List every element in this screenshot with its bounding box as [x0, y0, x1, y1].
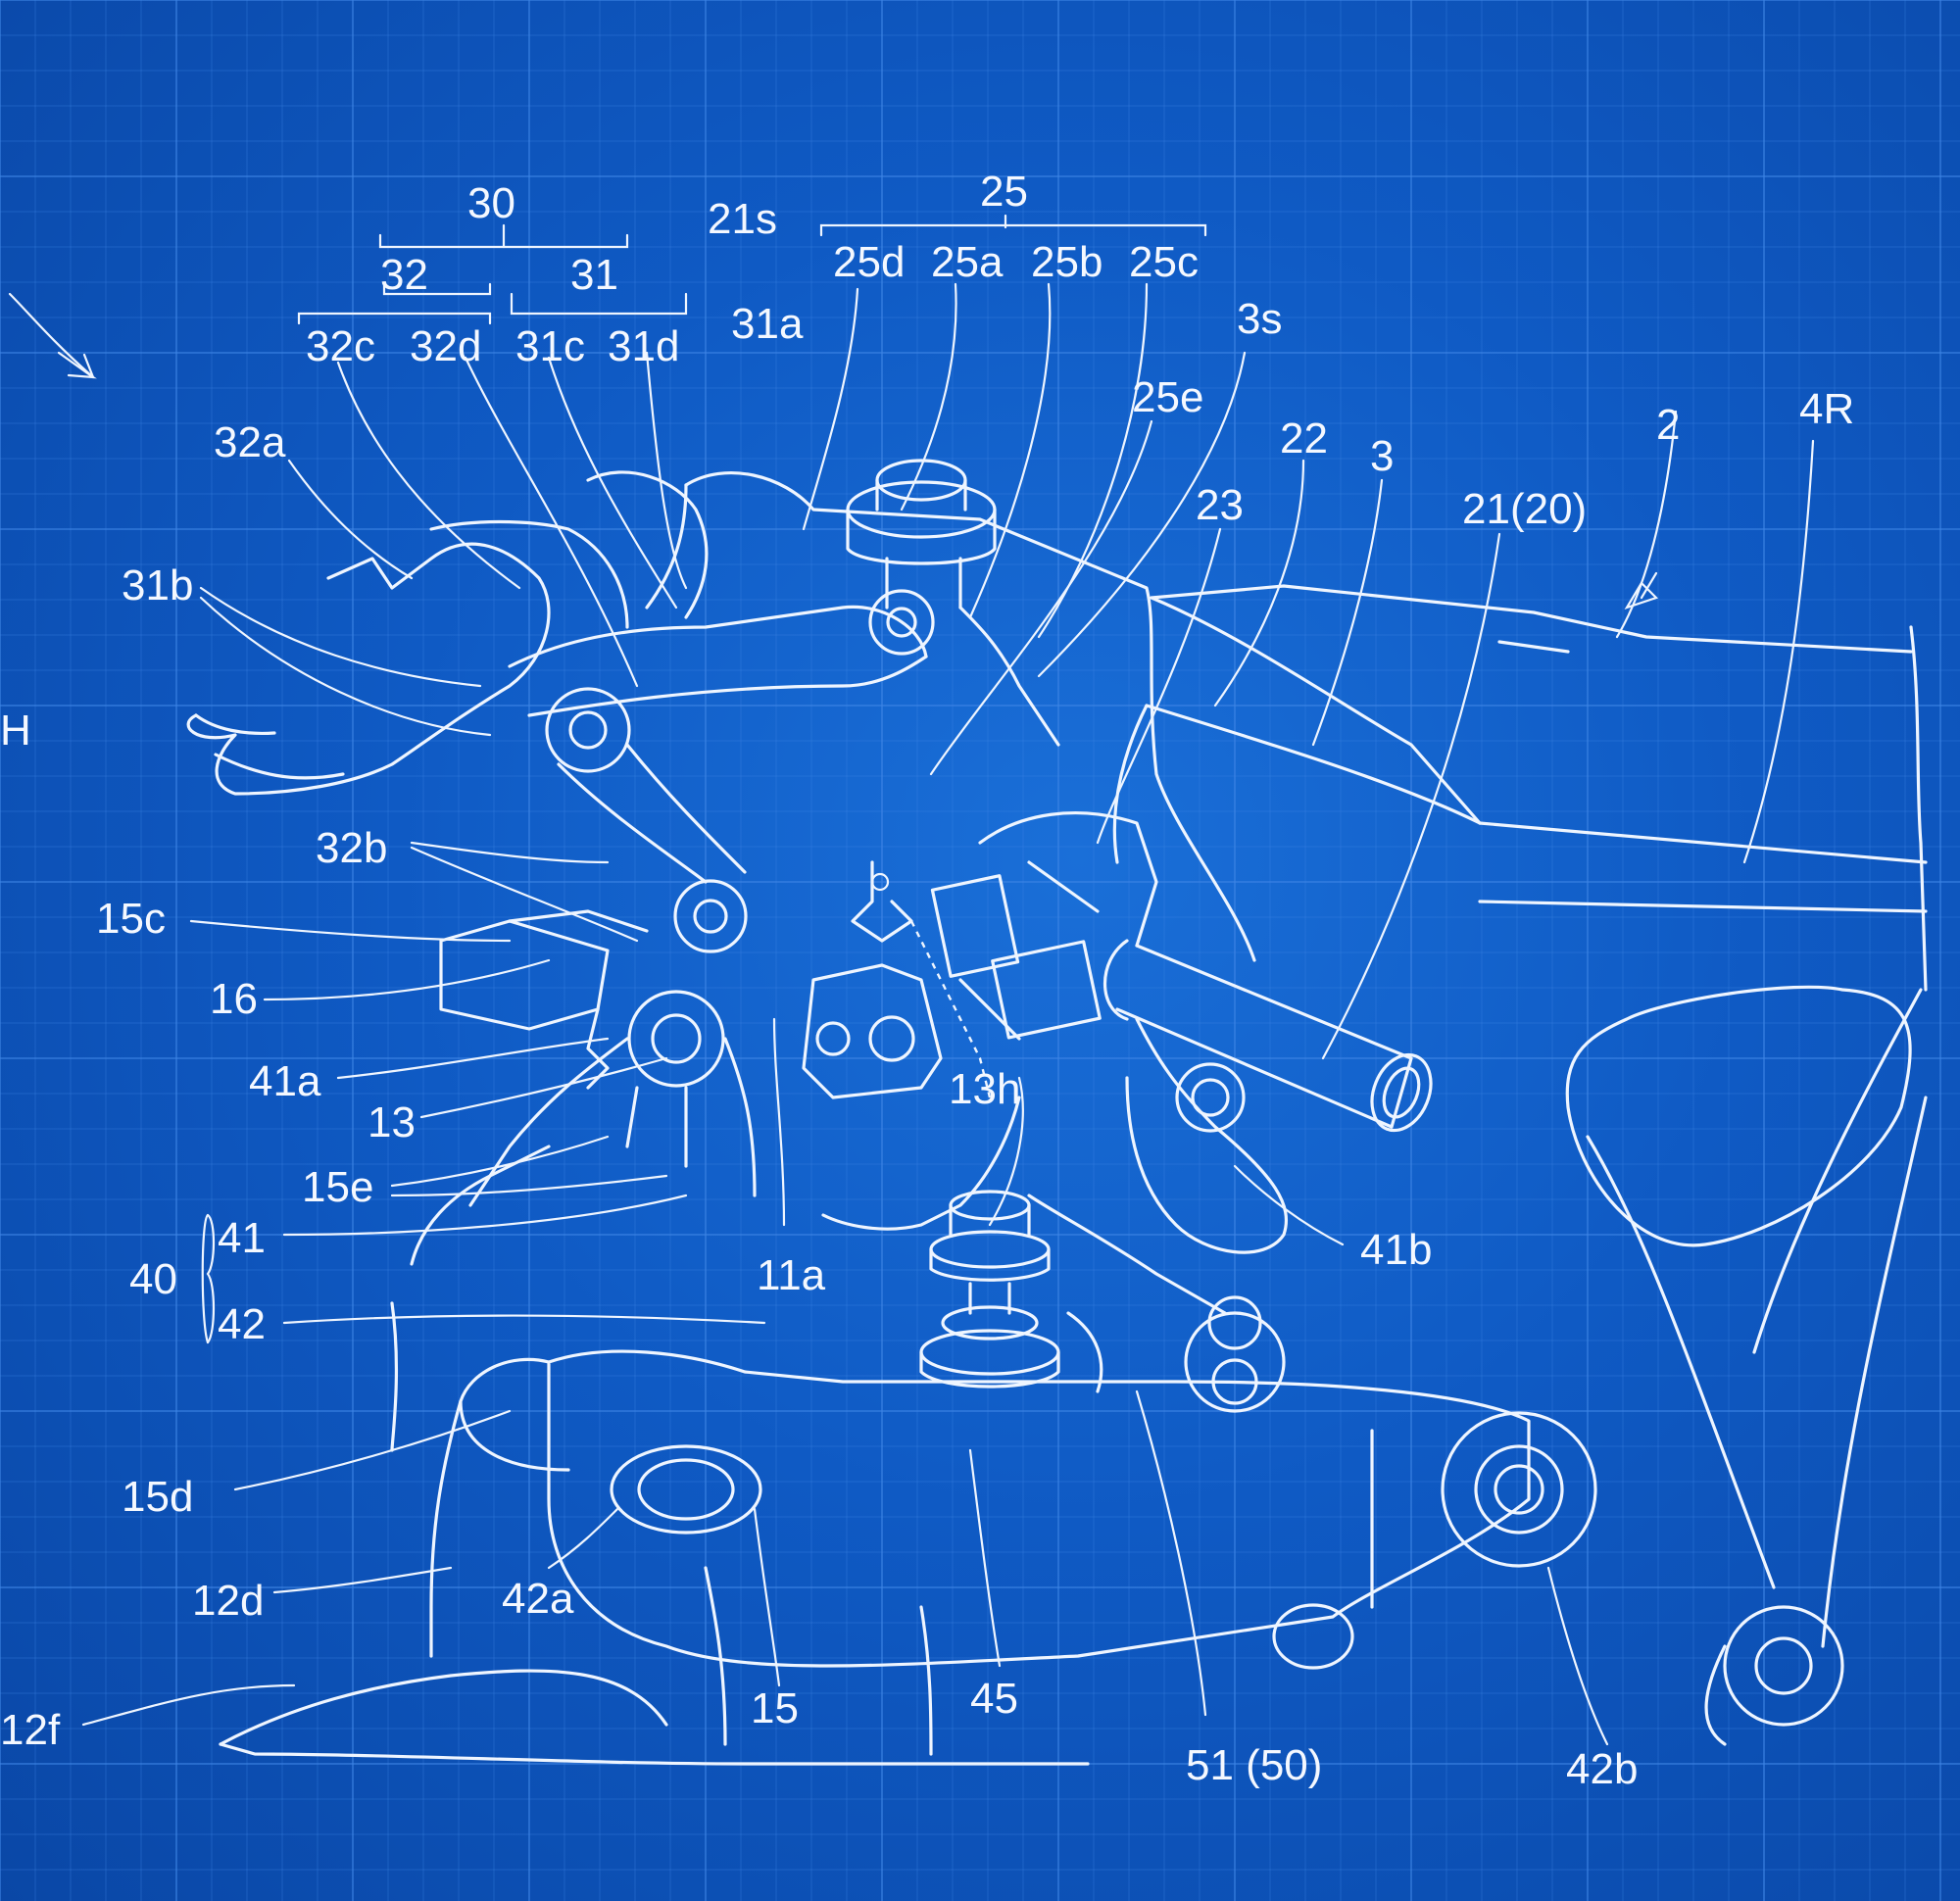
label-31: 31 [570, 251, 618, 299]
label-22: 22 [1280, 414, 1328, 463]
motorcycle-frame-linework [8, 292, 1928, 1766]
label-40: 40 [129, 1255, 177, 1303]
label-13: 13 [368, 1098, 416, 1146]
label-32b: 32b [316, 824, 387, 872]
label-30: 30 [467, 179, 515, 227]
label-15d: 15d [122, 1473, 193, 1521]
label-2: 2 [1656, 401, 1680, 449]
label-32: 32 [380, 251, 428, 299]
label-31c: 31c [515, 322, 585, 370]
label-16: 16 [210, 975, 258, 1023]
label-32a: 32a [214, 418, 286, 466]
label-41b: 41b [1360, 1226, 1432, 1274]
label-12d: 12d [192, 1577, 264, 1625]
label-42: 42 [218, 1300, 266, 1348]
label-32d: 32d [410, 322, 481, 370]
label-15c: 15c [96, 895, 166, 943]
label-H: H [0, 707, 31, 755]
label-25e: 25e [1132, 373, 1203, 421]
label-25d: 25d [833, 238, 905, 286]
label-42b: 42b [1566, 1745, 1638, 1793]
label-12f: 12f [0, 1706, 61, 1754]
label-25: 25 [980, 168, 1028, 216]
label-41: 41 [218, 1214, 266, 1262]
label-31d: 31d [608, 322, 679, 370]
label-21s: 21s [708, 195, 777, 243]
label-31a: 31a [731, 300, 804, 348]
label-32c: 32c [306, 322, 375, 370]
label-15e: 15e [302, 1163, 373, 1211]
label-41a: 41a [249, 1057, 321, 1105]
label-11a: 11a [757, 1251, 826, 1299]
label-leader-lines [81, 214, 1815, 1746]
label-45: 45 [970, 1675, 1018, 1723]
label-25b: 25b [1031, 238, 1102, 286]
label-23: 23 [1196, 481, 1244, 529]
label-4R: 4R [1799, 385, 1854, 433]
label-25c: 25c [1129, 238, 1199, 286]
label-51-50: 51 (50) [1186, 1741, 1322, 1789]
label-21-20: 21(20) [1462, 485, 1587, 533]
label-42a: 42a [502, 1575, 574, 1623]
label-3: 3 [1370, 432, 1394, 480]
part-number-labels: 30 32 31 32c 32d 31c 31d 21s 31a 25 25d … [0, 168, 1854, 1793]
label-15: 15 [751, 1684, 799, 1732]
label-13h: 13h [949, 1065, 1020, 1113]
label-25a: 25a [931, 238, 1004, 286]
label-3s: 3s [1237, 295, 1282, 343]
label-31b: 31b [122, 561, 193, 609]
